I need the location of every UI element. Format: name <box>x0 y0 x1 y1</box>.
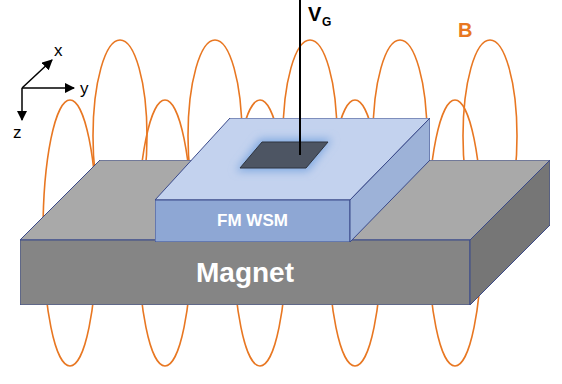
x-axis <box>22 60 52 88</box>
field-label: B <box>458 20 472 40</box>
gate-wire <box>299 0 301 155</box>
gate-subscript: G <box>322 16 331 28</box>
slab-face <box>350 118 430 242</box>
axes <box>22 60 74 120</box>
material-slab: FM WSM <box>155 118 430 242</box>
gate-electrode <box>240 142 328 168</box>
axis-label: y <box>80 80 89 97</box>
gate-voltage: V <box>308 4 321 24</box>
gate-glow <box>236 139 332 171</box>
material-name: FM WSM <box>217 211 288 231</box>
y-axis <box>22 87 74 89</box>
z-axis <box>21 88 23 120</box>
slab-face <box>20 240 470 305</box>
axis-label: x <box>54 42 63 59</box>
axis-label: z <box>13 124 22 141</box>
slab-outline <box>155 118 430 242</box>
material-name: Magnet <box>196 257 294 289</box>
slab-face <box>470 160 550 305</box>
slab-face <box>155 200 350 242</box>
